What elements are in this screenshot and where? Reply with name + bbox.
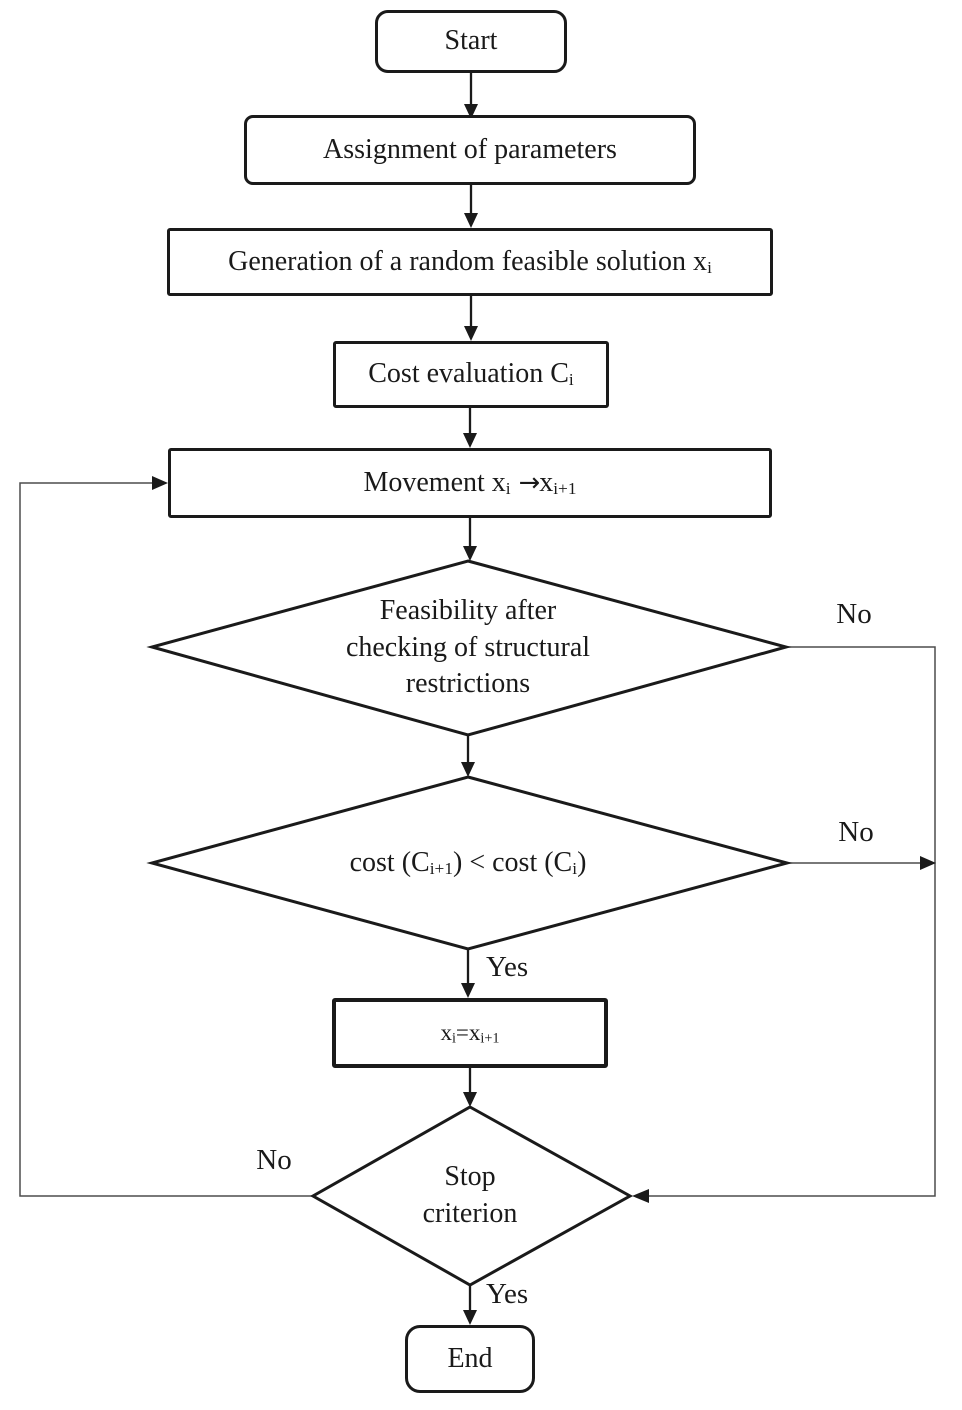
edge-generation-cost-arrowhead (464, 326, 478, 341)
cost-yes-label: Yes (486, 951, 529, 983)
movement-node: Movement xi→xi+1 (168, 448, 772, 518)
generation-node: Generation of a random feasible solution… (167, 228, 773, 296)
generation-node-label: Generation of a random feasible solution… (228, 245, 712, 278)
movement-node-label: Movement xi→xi+1 (363, 466, 577, 499)
edge-cost-yes-update-arrowhead (461, 983, 475, 998)
start-node-label: Start (444, 25, 498, 57)
cost-decision-diamond (146, 775, 793, 951)
end-node-label: End (447, 1342, 493, 1374)
edge-start-assign-arrowhead (464, 104, 478, 119)
edge-feasibility-no-arrowhead (632, 1189, 649, 1203)
feasibility-no-label: No (836, 598, 872, 630)
edge-update-stop-arrowhead (463, 1092, 477, 1107)
start-node: Start (375, 10, 567, 73)
edge-feasibility-no-line (649, 646, 936, 1197)
stop-no-label: No (256, 1144, 292, 1176)
cost-evaluation-node: Cost evaluation Ci (333, 341, 609, 408)
update-node-label: xi=xi+1 (440, 1019, 500, 1047)
assignment-node-label: Assignment of parameters (323, 133, 617, 165)
edge-cost-no-arrowhead (920, 856, 936, 870)
edge-feasibility-cost-arrowhead (461, 762, 475, 777)
cost-evaluation-node-label: Cost evaluation Ci (368, 358, 574, 390)
edge-movement-feasibility-arrowhead (463, 546, 477, 561)
end-node: End (405, 1325, 535, 1393)
update-node: xi=xi+1 (332, 998, 608, 1068)
feasibility-decision-diamond (146, 559, 792, 737)
edge-stop-no-arrowhead (152, 476, 168, 490)
cost-no-label: No (838, 816, 874, 848)
edge-assign-generation-arrowhead (464, 213, 478, 228)
edge-stop-yes-end-arrowhead (463, 1310, 477, 1325)
edge-cost-movement-arrowhead (463, 433, 477, 448)
assignment-node: Assignment of parameters (244, 115, 696, 185)
edge-stop-no-loop-line (19, 482, 313, 1197)
stop-yes-label: Yes (486, 1278, 529, 1310)
stop-decision-diamond (309, 1105, 634, 1287)
